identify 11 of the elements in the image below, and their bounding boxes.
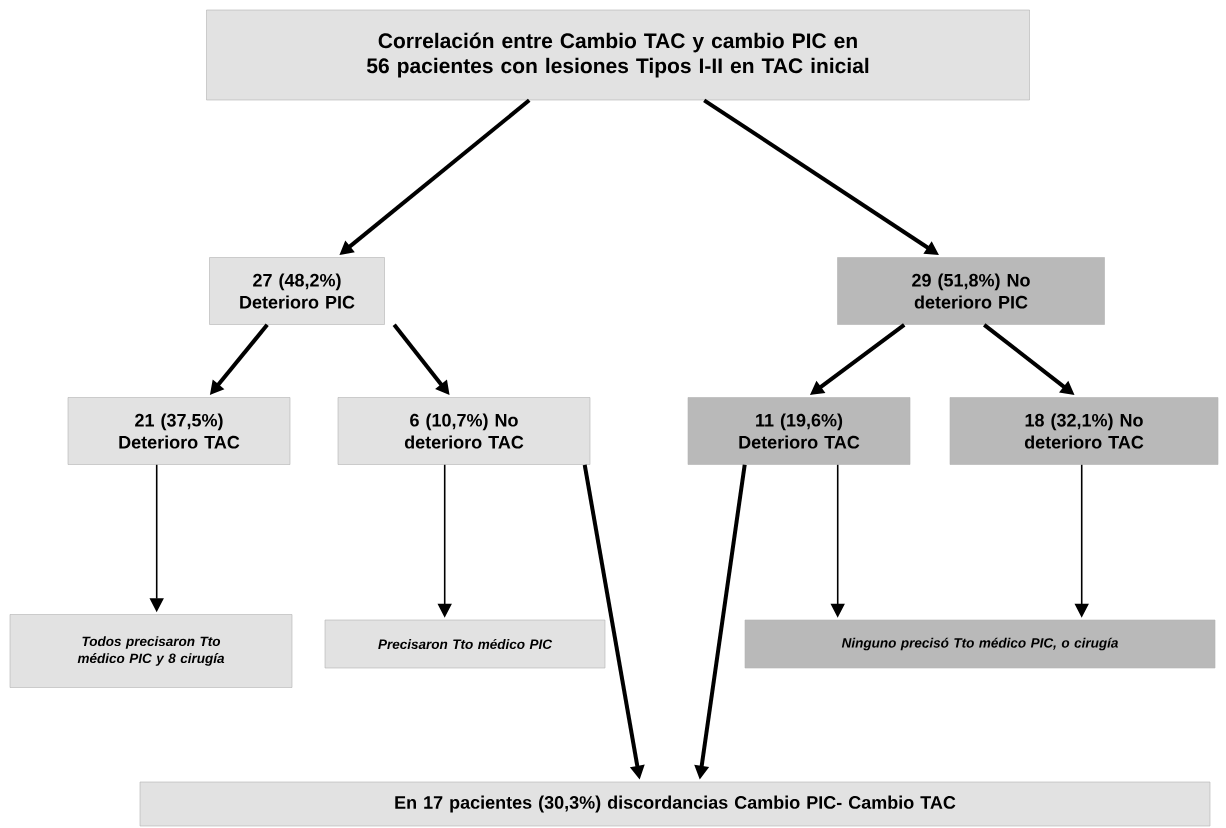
title-box: Correlación entre Cambio TAC y cambio PIC en 56 pacientes con lesiones Tipos I-II en TAC inicial: [206, 9, 1030, 101]
note-box: Precisaron Tto médico PIC: [324, 619, 606, 669]
result-box: En 17 pacientes (30,3%) discordancias Cambio PIC- Cambio TAC: [139, 781, 1211, 827]
result-box: 6 (10,7%) No deterioro TAC: [337, 397, 591, 465]
result-box: 29 (51,8%) No deterioro PIC: [837, 257, 1105, 325]
result-box: 21 (37,5%) Deterioro TAC: [67, 397, 291, 465]
result-box: 11 (19,6%) Deterioro TAC: [687, 397, 911, 465]
result-box: 18 (32,1%) No deterioro TAC: [949, 397, 1219, 465]
note-box: Ninguno precisó Tto médico PIC, o cirugía: [744, 619, 1216, 669]
note-box: Todos precisaron Tto médico PIC y 8 cirugía: [9, 614, 293, 688]
result-box: 27 (48,2%) Deterioro PIC: [209, 257, 385, 325]
